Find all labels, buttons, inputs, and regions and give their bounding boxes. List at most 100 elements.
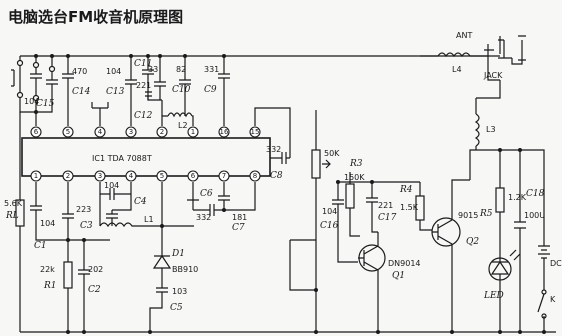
- pin-top-5: [62, 126, 74, 138]
- label-r5-value: 1.2K: [508, 193, 527, 202]
- label-c7-value: 181: [232, 213, 247, 222]
- label-c16-value: 104: [322, 207, 337, 216]
- pin-top-label: 3: [129, 128, 133, 136]
- label-ant: ANT: [456, 31, 472, 40]
- component-labels: ANT JACK L4 L3 104 C15 470 C14 104 C13 C…: [4, 31, 562, 313]
- pin-bottom-label: 4: [129, 172, 134, 180]
- pin-top-6: [30, 126, 42, 138]
- diagram-title: 电脑选台FM收音机原理图: [8, 8, 183, 26]
- label-c4-value: 104: [104, 181, 119, 190]
- label-c4: C4: [134, 197, 147, 207]
- label-c13: C13: [106, 87, 125, 97]
- pin-bottom-label: 1: [34, 172, 38, 180]
- label-c8-value: 332: [266, 145, 281, 154]
- label-c10-value: 82: [176, 65, 186, 74]
- pin-bottom-label: 8: [253, 172, 257, 180]
- label-d1: D1: [171, 249, 185, 259]
- label-c14: C14: [72, 87, 91, 97]
- label-c14-value: 470: [72, 67, 87, 76]
- label-c9-value: 331: [204, 65, 219, 74]
- label-c1-value: 104: [40, 219, 55, 228]
- q1-section: [289, 110, 421, 332]
- label-c10: C10: [172, 85, 191, 95]
- label-rl-value: 5.6K: [4, 199, 23, 208]
- label-l1: L1: [144, 215, 154, 224]
- bottom-section-wiring: [15, 112, 556, 333]
- pin-top-label: 4: [98, 128, 103, 136]
- label-c13-value: 104: [106, 67, 121, 76]
- label-c18-value: 100U: [524, 211, 545, 220]
- pin-top-label: 16: [220, 128, 229, 136]
- label-d1-type: BB910: [172, 265, 198, 274]
- pin-bottom-7: [218, 170, 230, 182]
- label-c5: C5: [170, 303, 183, 313]
- label-c9: C9: [204, 85, 217, 95]
- label-c17: C17: [378, 213, 397, 223]
- pin-top-1: [187, 126, 199, 138]
- pin-bottom-1: [30, 170, 42, 182]
- pin-bottom-label: 2: [66, 172, 70, 180]
- label-c5-value: 103: [172, 287, 187, 296]
- pin-top-3: [125, 126, 137, 138]
- label-c6-value: 332: [196, 213, 211, 222]
- pin-top-label: 15: [251, 128, 260, 136]
- label-r3: R3: [349, 159, 363, 169]
- label-c12: C12: [134, 111, 153, 121]
- label-c2: C2: [88, 285, 101, 295]
- label-c17-value: 221: [378, 201, 393, 210]
- pin-top-label: 1: [191, 128, 195, 136]
- ic-label: IC1 TDA 7088T: [92, 154, 152, 163]
- pin-top-2: [156, 126, 168, 138]
- pin-top-label: 5: [66, 128, 70, 136]
- pin-bottom-label: 5: [160, 172, 164, 180]
- label-c3-value: 223: [76, 205, 91, 214]
- pin-bottom-8: [249, 170, 261, 182]
- label-33: 33: [148, 65, 158, 74]
- ic-body: [21, 137, 271, 177]
- label-r3-value: 150K: [344, 173, 365, 182]
- ic-pins-bottom: 1 2 3 4 5 6 7 8: [30, 170, 261, 182]
- pin-bottom-3: [94, 170, 106, 182]
- label-dc: DC: [550, 259, 562, 268]
- label-l4: L4: [452, 65, 462, 74]
- label-l3: L3: [486, 125, 496, 134]
- label-q2-type: 9015: [458, 211, 478, 220]
- label-r1: R1: [43, 281, 57, 291]
- pin-top-16: [218, 126, 230, 138]
- label-c15: C15: [36, 99, 55, 109]
- label-c15-value: 104: [24, 97, 39, 106]
- pin-top-label: 6: [34, 128, 39, 136]
- junction-dots: [34, 54, 546, 334]
- label-q1-type: DN9014: [388, 259, 421, 268]
- label-q1: Q1: [392, 271, 405, 281]
- label-q2: Q2: [466, 237, 479, 247]
- label-jack: JACK: [483, 71, 503, 80]
- pin-bottom-label: 6: [191, 172, 196, 180]
- label-c6: C6: [200, 189, 213, 199]
- pin-top-label: 2: [160, 128, 164, 136]
- label-led: LED: [483, 291, 504, 301]
- pin-bottom-6: [187, 170, 199, 182]
- label-c7: C7: [232, 223, 245, 233]
- pin-top-15: [249, 126, 261, 138]
- label-c18: C18: [526, 189, 545, 199]
- pin-bottom-2: [62, 170, 74, 182]
- label-c1: C1: [34, 241, 47, 251]
- label-r5: R5: [479, 209, 493, 219]
- label-r4-value: 1.5K: [400, 203, 419, 212]
- label-pot-value: 50K: [324, 149, 340, 158]
- ic-pins-top: 6 5 4 3 2 1 16 15: [30, 126, 261, 138]
- label-l2: L2: [178, 121, 188, 130]
- pin-bottom-4: [125, 170, 137, 182]
- label-c11: C11: [134, 59, 152, 69]
- q2-section: [415, 35, 526, 332]
- pin-top-4: [94, 126, 106, 138]
- supply-section: [488, 149, 550, 332]
- pin-bottom-label: 3: [98, 172, 102, 180]
- pin-bottom-label: 7: [222, 172, 226, 180]
- label-c8: C8: [270, 171, 283, 181]
- pin-bottom-5: [156, 170, 168, 182]
- label-k: K: [550, 295, 556, 304]
- label-r1-value: 22k: [40, 265, 55, 274]
